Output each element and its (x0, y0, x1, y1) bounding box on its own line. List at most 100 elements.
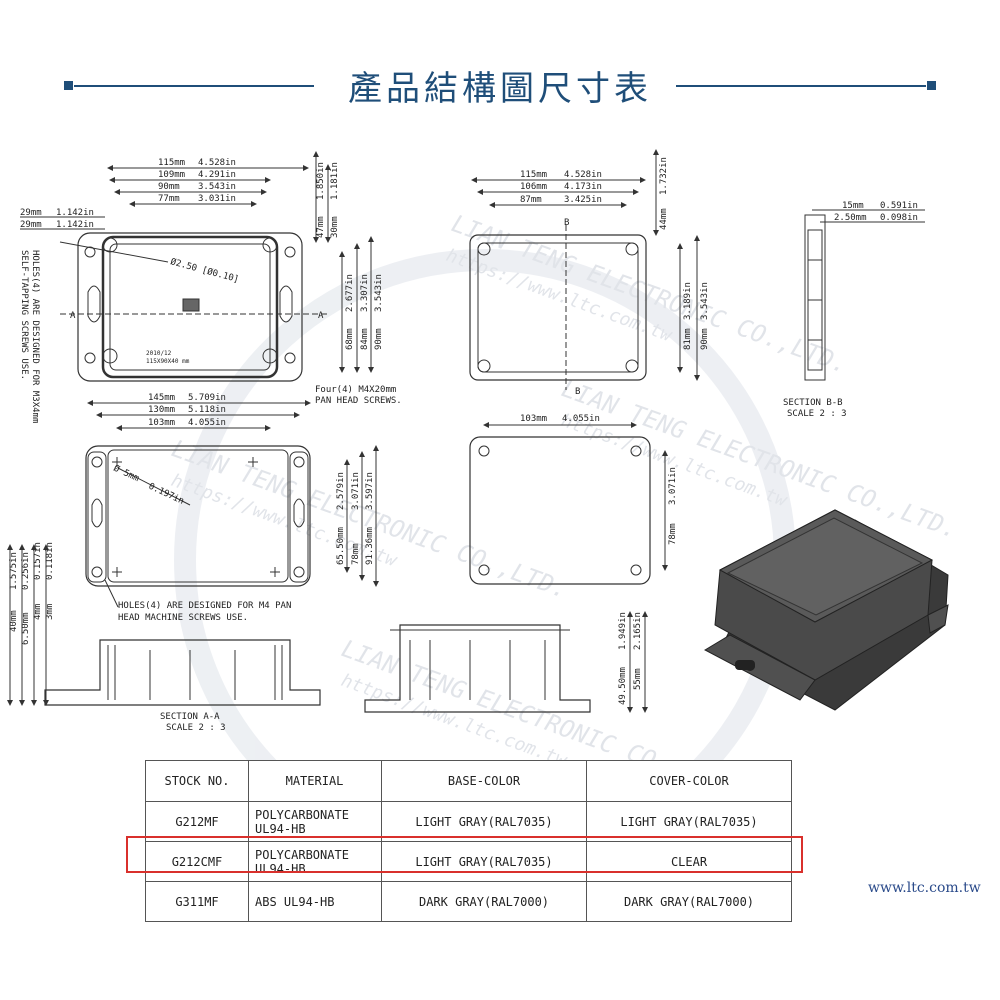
technical-drawing: LIAN TENG ELECTRONIC CO.,LTD. https://ww… (7, 149, 961, 760)
bb-d1-in: 0.591in (880, 201, 918, 211)
bb-d2: 2.50mm (834, 213, 867, 223)
bottom-r2: 78mm (351, 543, 361, 565)
title-bar: 產品結構圖尺寸表 (0, 55, 1000, 115)
table-row: G212MF POLYCARBONATE UL94-HB LIGHT GRAY(… (145, 801, 792, 842)
top-h1-in: 1.850in (316, 162, 326, 200)
side-section-view (364, 611, 648, 713)
bottom-w3-in: 4.055in (188, 418, 226, 428)
cell-base-color: LIGHT GRAY(RAL7035) (381, 841, 587, 882)
aa-title: SECTION A-A (160, 712, 220, 722)
title-left-line (74, 85, 314, 87)
watermark-company-3: LIAN TENG ELECTRONIC CO.,LTD. (168, 434, 571, 604)
base-h1-in: 3.071in (668, 467, 678, 505)
aa-h1-in: 1.575in (9, 552, 19, 590)
cell-base-color: DARK GRAY(RAL7000) (381, 881, 587, 922)
watermark-company-2: LIAN TENG ELECTRONIC CO.,LTD. (558, 374, 961, 544)
top-r2: 84mm (360, 328, 370, 350)
site-url[interactable]: www.ltc.com.tw (868, 880, 981, 896)
bb-scale: SCALE 2 : 3 (787, 409, 847, 419)
bottom-view-dimensions (87, 400, 379, 587)
cover-w2: 106mm (520, 182, 547, 192)
base-h1: 78mm (668, 523, 678, 545)
cell-material-line1: POLYCARBONATE (255, 847, 349, 862)
top-w2: 109mm (158, 170, 185, 180)
top-note-screws-line2: PAN HEAD SCREWS. (315, 396, 402, 406)
aa-h4: 3mm (45, 604, 55, 620)
cover-section-mark-top: B (564, 218, 569, 228)
section-bb-view (804, 209, 925, 381)
title-left-dot (64, 81, 73, 90)
bottom-w1: 145mm (148, 393, 175, 403)
base-w1-in: 4.055in (562, 414, 600, 424)
top-r1-in: 2.677in (345, 274, 355, 312)
aa-h2-in: 0.256in (21, 552, 31, 590)
top-r3-in: 3.543in (374, 274, 384, 312)
cover-view (469, 225, 647, 390)
top-r2-in: 3.307in (360, 274, 370, 312)
top-view-dimensions (20, 151, 374, 373)
cover-w1: 115mm (520, 170, 547, 180)
base-view (469, 422, 668, 585)
section-aa-view (7, 544, 321, 706)
header-stock-no: STOCK NO. (145, 760, 249, 802)
cover-h1-in: 1.732in (659, 157, 669, 195)
top-side2: 29mm (20, 220, 42, 230)
cell-material-line2: UL94-HB (255, 821, 306, 836)
base-w1: 103mm (520, 414, 547, 424)
cell-stock: G212MF (145, 801, 249, 842)
top-h1: 47mm (316, 216, 326, 238)
side-h2: 55mm (633, 668, 643, 690)
bottom-w2-in: 5.118in (188, 405, 226, 415)
top-hole-dia: Ø2.50 [Ø0.10] (169, 256, 240, 285)
aa-h2: 6.50mm (21, 612, 31, 645)
aa-scale: SCALE 2 : 3 (166, 723, 226, 733)
top-side1: 29mm (20, 208, 42, 218)
cell-cover-color: DARK GRAY(RAL7000) (586, 881, 792, 922)
bottom-r1-in: 2.579in (336, 472, 346, 510)
isometric-box (703, 509, 949, 711)
bottom-note-line2: HEAD MACHINE SCREWS USE. (118, 613, 248, 623)
top-w1-in: 4.528in (198, 158, 236, 168)
table-header-row: STOCK NO. MATERIAL BASE-COLOR COVER-COLO… (145, 760, 792, 802)
cover-w1-in: 4.528in (564, 170, 602, 180)
bottom-r1: 65.50mm (336, 527, 346, 565)
top-w2-in: 4.291in (198, 170, 236, 180)
bottom-w3: 103mm (148, 418, 175, 428)
top-section-mark-left: A (70, 311, 76, 321)
bottom-w1-in: 5.709in (188, 393, 226, 403)
bottom-r3: 91.36mm (365, 527, 375, 565)
spec-table: STOCK NO. MATERIAL BASE-COLOR COVER-COLO… (145, 760, 792, 922)
top-note-screws-line1: Four(4) M4X20mm (315, 385, 396, 395)
bb-d1: 15mm (842, 201, 864, 211)
top-emboss-line2: 115X90X40 mm (146, 358, 190, 365)
cover-h1: 44mm (659, 208, 669, 230)
side-h2-in: 2.165in (633, 612, 643, 650)
side-h1-in: 1.949in (618, 612, 628, 650)
top-note-holes-line2: SELF-TAPPING SCREWS USE. (19, 250, 29, 380)
cell-stock: G212CMF (145, 841, 249, 882)
cell-material-line1: ABS UL94-HB (255, 894, 335, 909)
bottom-view (85, 445, 311, 608)
top-w4-in: 3.031in (198, 194, 236, 204)
highlight-box (126, 836, 803, 873)
bottom-r2-in: 3.071in (351, 472, 361, 510)
cover-r2: 90mm (700, 328, 710, 350)
bottom-hole: Ø 5mm (112, 463, 141, 484)
cell-stock: G311MF (145, 881, 249, 922)
cover-r2-in: 3.543in (700, 282, 710, 320)
cover-w3-in: 3.425in (564, 195, 602, 205)
cell-cover-color: LIGHT GRAY(RAL7035) (586, 801, 792, 842)
top-r1: 68mm (345, 328, 355, 350)
aa-h3: 4mm (33, 604, 43, 620)
drawing-labels: 115mm 4.528in 109mm 4.291in 90mm 3.543in… (9, 157, 918, 733)
aa-h3-in: 0.157in (33, 542, 43, 580)
top-note-holes-line1: HOLES(4) ARE DESIGNED FOR M3X4mm (30, 250, 40, 423)
aa-h4-in: 0.118in (45, 542, 55, 580)
header-cover-color: COVER-COLOR (586, 760, 792, 802)
top-side1-in: 1.142in (56, 208, 94, 218)
cover-w2-in: 4.173in (564, 182, 602, 192)
bottom-w2: 130mm (148, 405, 175, 415)
cover-view-dimensions (471, 149, 700, 381)
title-right-line (676, 85, 926, 87)
aa-h1: 40mm (9, 610, 19, 632)
